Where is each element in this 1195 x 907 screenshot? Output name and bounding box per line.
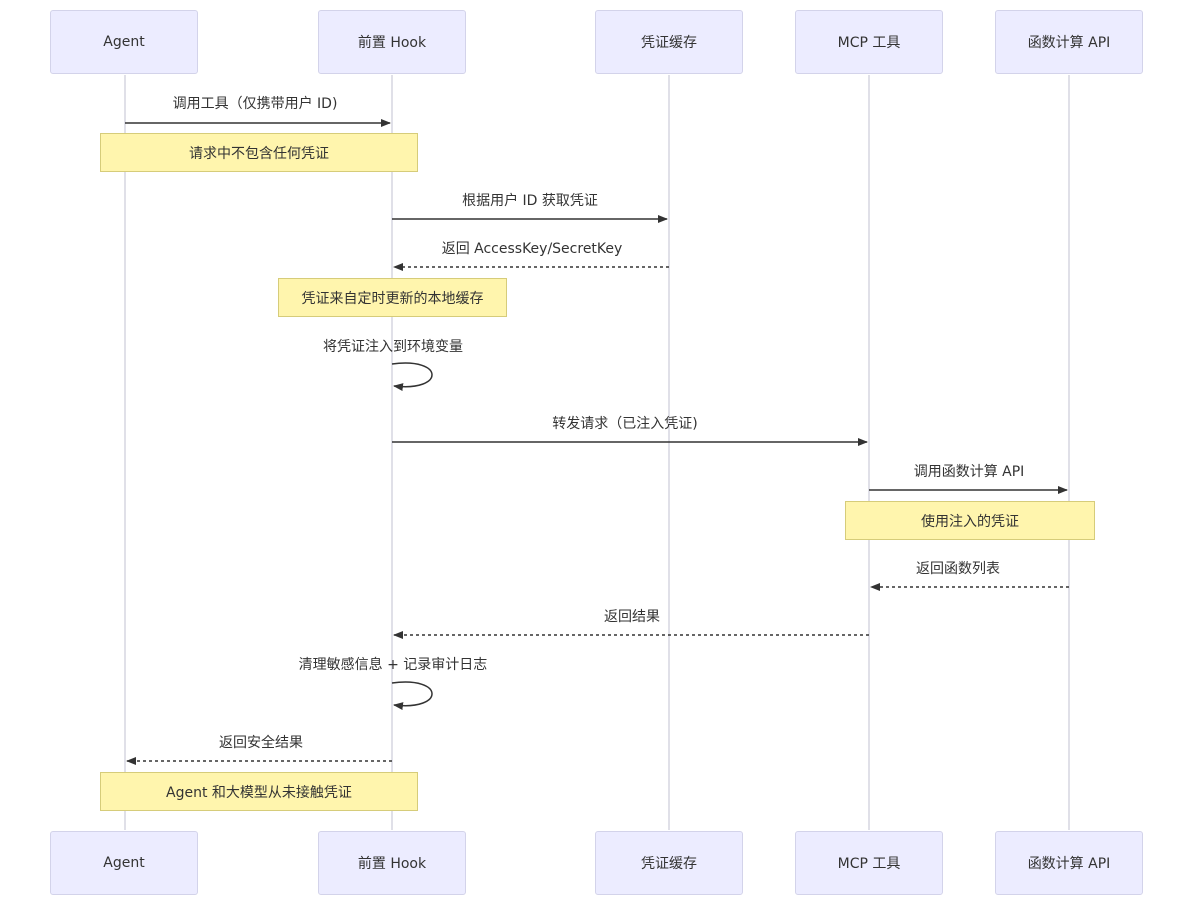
actor-mcp-top: MCP 工具: [795, 10, 943, 74]
note-use-injected: 使用注入的凭证: [845, 501, 1095, 540]
message-label-2: 根据用户 ID 获取凭证: [462, 193, 598, 209]
actor-mcp-bottom: MCP 工具: [795, 831, 943, 895]
message-label-9: 清理敏感信息 + 记录审计日志: [298, 657, 488, 673]
note-credential-source: 凭证来自定时更新的本地缓存: [278, 278, 507, 317]
message-label-3: 返回 AccessKey/SecretKey: [441, 241, 623, 257]
message-arrow-4: [391, 362, 433, 392]
message-label-4: 将凭证注入到环境变量: [323, 339, 463, 355]
message-label-10: 返回安全结果: [219, 735, 303, 751]
note-agent-never-touches: Agent 和大模型从未接触凭证: [100, 772, 418, 811]
message-arrow-9: [391, 681, 433, 711]
actor-cache-bottom: 凭证缓存: [595, 831, 743, 895]
actor-hook-bottom: 前置 Hook: [318, 831, 466, 895]
message-label-6: 调用函数计算 API: [913, 464, 1025, 480]
message-label-7: 返回函数列表: [916, 561, 1000, 577]
actor-agent-bottom: Agent: [50, 831, 198, 895]
note-no-credentials: 请求中不包含任何凭证: [100, 133, 418, 172]
actor-hook-top: 前置 Hook: [318, 10, 466, 74]
actor-fc-top: 函数计算 API: [995, 10, 1143, 74]
actor-cache-top: 凭证缓存: [595, 10, 743, 74]
actor-fc-bottom: 函数计算 API: [995, 831, 1143, 895]
message-label-5: 转发请求（已注入凭证): [552, 416, 698, 432]
message-label-8: 返回结果: [604, 609, 660, 625]
message-label-1: 调用工具（仅携带用户 ID): [172, 96, 338, 112]
actor-agent-top: Agent: [50, 10, 198, 74]
